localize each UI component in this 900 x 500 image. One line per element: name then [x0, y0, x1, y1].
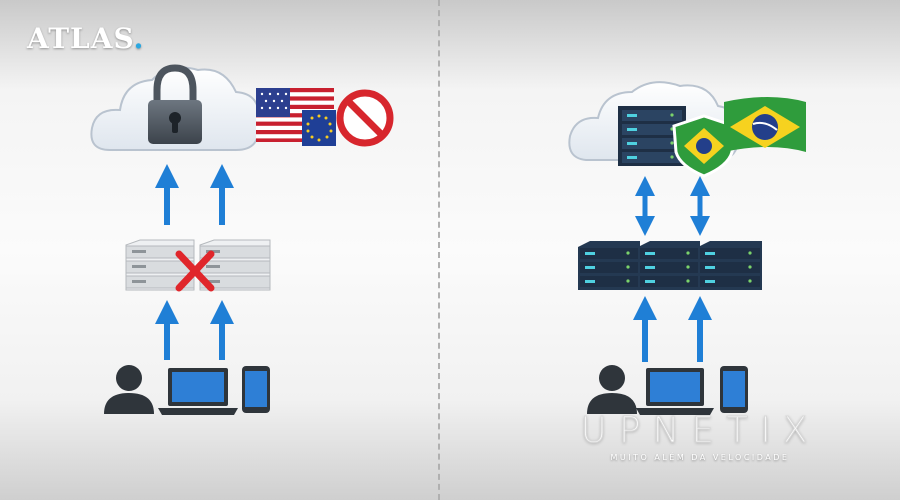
right-laptop-icon	[636, 368, 714, 415]
panel-divider	[438, 0, 440, 500]
blocked-cross-icon	[175, 250, 215, 292]
left-phone-icon	[242, 366, 270, 413]
left-user-icon	[104, 365, 154, 414]
eu-flag-icon	[302, 110, 336, 146]
brazil-flag-icon	[724, 97, 806, 152]
left-laptop-icon	[158, 368, 238, 415]
upnetix-tagline: MUITO ALÉM DA VELOCIDADE	[610, 453, 790, 462]
right-phone-icon	[720, 366, 748, 413]
right-server-icon-1	[578, 241, 640, 290]
right-user-icon	[587, 365, 637, 414]
right-server-icon-3	[698, 241, 762, 290]
padlock-icon	[148, 64, 202, 144]
upnetix-wordmark: UPNETIX	[580, 410, 820, 452]
right-server-icon-2	[638, 241, 700, 290]
left-server-icon-2	[199, 239, 271, 291]
upnetix-logo: UPNETIX MUITO ALÉM DA VELOCIDADE	[560, 410, 840, 463]
forbidden-icon	[336, 89, 394, 147]
brazil-shield-icon	[672, 114, 736, 178]
atlas-logo: ATLAS.	[27, 22, 145, 55]
